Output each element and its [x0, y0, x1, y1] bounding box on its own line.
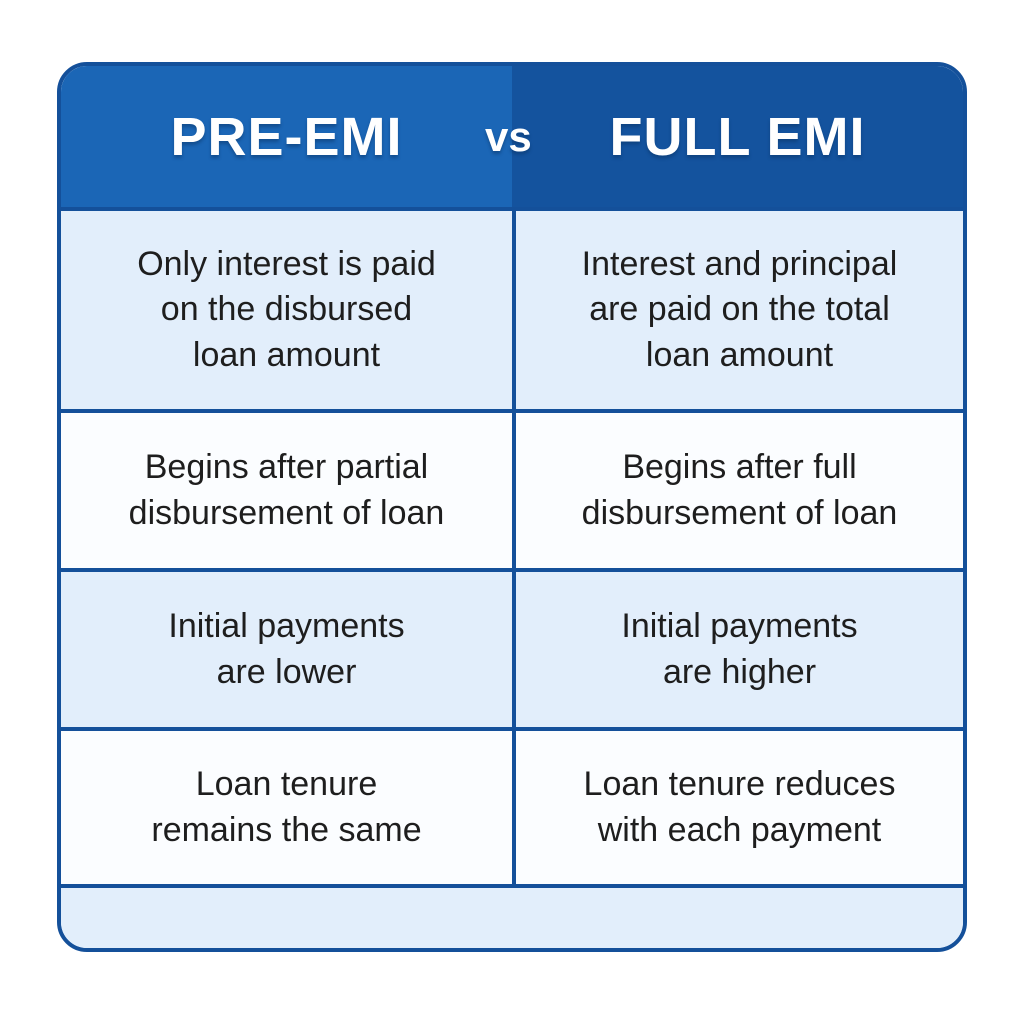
header-column-pre-emi: PRE-EMI — [61, 66, 512, 207]
table-cell-right: Begins after full disbursement of loan — [512, 413, 963, 568]
table-cell-right: Interest and principal are paid on the t… — [512, 211, 963, 409]
pre-emi-title: PRE-EMI — [170, 106, 403, 167]
table-cell-left: Initial payments are lower — [168, 607, 405, 691]
table-row: Begins after partial disbursement of loa… — [61, 409, 963, 568]
table-row: Only interest is paid on the disbursed l… — [61, 207, 963, 409]
table-row: Loan tenure remains the same Loan tenure… — [61, 727, 963, 884]
table-cell-right: Loan tenure reduces with each payment — [512, 731, 963, 884]
table-row: Initial payments are lower Initial payme… — [61, 568, 963, 727]
footer-strip — [61, 884, 963, 948]
full-emi-title: FULL EMI — [609, 106, 866, 167]
table-cell-left: Begins after partial disbursement of loa… — [128, 448, 445, 532]
vs-label: vs — [485, 112, 532, 160]
table-cell-right: Initial payments are higher — [512, 572, 963, 727]
table-cell-left: Only interest is paid on the disbursed l… — [137, 245, 436, 374]
comparison-card: PRE-EMI FULL EMI vs Only interest is pai… — [57, 62, 967, 952]
table-header: PRE-EMI FULL EMI vs — [61, 66, 963, 207]
header-column-full-emi: FULL EMI — [512, 66, 963, 207]
table-cell-left: Loan tenure remains the same — [151, 765, 422, 849]
